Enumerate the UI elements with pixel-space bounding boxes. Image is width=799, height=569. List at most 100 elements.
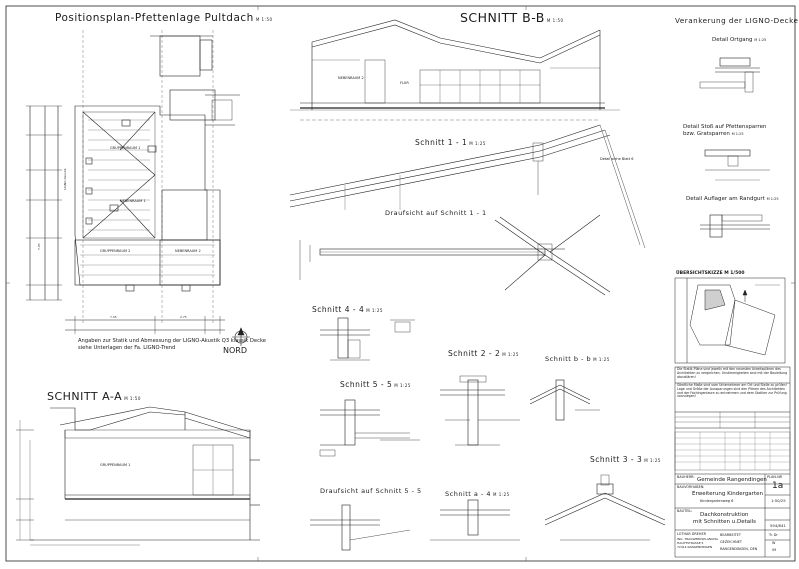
schnitt-44-scale: M 1:25 [366,308,383,313]
bearbeitet-value: Tr. Dr [769,533,778,537]
dimension-label: 2.75 [180,315,187,319]
draufsicht-11-title: Draufsicht auf Schnitt 1 - 1 [385,209,487,217]
draufsicht-55-title: Draufsicht auf Schnitt 5 - 5 [320,487,422,495]
schnitt-bb-scale: M 1:50 [546,18,564,23]
titleblock-frame [674,366,791,558]
room-label: GRUPPENRAUM 1 [100,463,131,467]
schnitt-a4-drawing [430,499,520,541]
schnitt-bb-small-drawing [529,379,600,421]
bauherr-label: BAUHERR: [677,475,695,479]
schnitt-11-title-text: Schnitt 1 - 1 [415,138,468,147]
schnitt-33-drawing [544,474,666,541]
detail-ortgang-title: Detail Ortgang M 1:25 [712,37,766,43]
schnitt-22-title-text: Schnitt 2 - 2 [448,349,501,358]
schnitt-aa-drawing [16,406,260,546]
schnitt-aa-title-text: SCHNITT A-A [47,390,123,403]
notes-box: Die Statik-Pläne sind jeweils mit den ne… [677,367,788,379]
detail-stoss-subtitle: bzw. Gratsparren M 1:25 [683,131,744,137]
firma-line-1: LOTHAR DREHER [677,532,706,536]
firma-line-4: 72414 RANGENDINGEN [677,545,713,549]
positionsplan-scale: M 1:50 [255,17,273,22]
room-label: GRUPPENRAUM 1 [110,146,141,150]
schnitt-a4-title-text: Schnitt a - 4 [445,490,492,498]
schnitt-33-title-text: Schnitt 3 - 3 [590,455,643,464]
schnitt-55-title-text: Schnitt 5 - 5 [340,380,393,389]
plan-nr-label: PLAN-NR [767,475,782,479]
draufsicht-11-drawing [299,214,611,296]
detail-ortgang-scale: M 1:25 [754,38,767,42]
dimension-label: 7.05 [37,243,41,250]
detail-ortgang-drawing [699,57,760,93]
position-label: LIGNO-Akustik [63,168,67,190]
detail-stoss-line1: Detail Stoß auf Pfettensparren [683,124,767,130]
gezeichnet-value: W [772,541,776,545]
schnitt-bb-title-text: SCHNITT B-B [460,10,545,25]
detail-stoss-line2: bzw. Gratsparren [683,131,730,137]
schnitt-44-drawing [320,317,415,361]
schnitt-a4-scale: M 1:25 [493,492,510,497]
room-label: NEBENRAUM 2 [175,249,201,253]
bauvorhaben-address: Kindergartenweg 6 [700,499,734,503]
bauteil-value: Dachkonstruktion [700,512,749,518]
firma-line-2: ING. TRAGWERKSPLANUNG [677,537,718,541]
detail-stoss-drawing [704,149,770,181]
schnitt-11-drawing [289,124,646,249]
bauteil-value-2: mit Schnitten u.Details [693,519,757,525]
bauvorhaben-label: BAUVORHABEN: [677,485,705,489]
room-label: GRUPPENRAUM 2 [100,249,131,253]
detail-randgurt-scale: M 1:25 [766,197,779,201]
schnitt-aa-scale: M 1:50 [124,396,141,401]
format-value: 594/841 [770,523,786,528]
frame-ticks [6,6,795,561]
detail-ortgang-text: Detail Ortgang [712,37,753,43]
schnitt-bb-small-title-text: Schnitt b - b [545,355,592,363]
note-line-1: Angaben zur Statik und Abmessung der LIG… [78,338,266,344]
notes-box-2: Sämtliche Maße sind vom Unternehmer am O… [677,383,787,399]
massstab-value: 1:50/25 [771,498,786,503]
detail-stoss-scale: M 1:25 [731,132,744,136]
plan-nr-value: 1a [772,481,784,491]
compass-small-icon [742,289,748,302]
north-arrow-icon [232,327,250,346]
ort-label: RANGENDINGEN, DEN [720,547,758,551]
positionsplan-title-text: Positionsplan-Pfettenlage Pultdach [55,12,254,24]
bauherr-value: Gemeinde Rangendingen [697,477,767,483]
schnitt-22-scale: M 1:25 [502,352,519,357]
schnitt-11-scale: M 1:25 [469,141,486,146]
schnitt-22-drawing [440,375,520,446]
draufsicht-55-drawing [310,504,411,551]
datum-value: 09 [772,548,777,552]
detail-randgurt-title: Detail Auflager am Randgurt M 1:25 [686,196,779,202]
schnitt-bb-small-scale: M 1:25 [593,357,610,362]
verankerung-title: Verankerung der LIGNO-Decke [675,16,799,25]
room-label: NEBENRAUM 1 [120,199,146,203]
dimension-label: 7.05 [110,315,117,319]
schnitt-bb-drawing [290,19,620,121]
room-label: FLUR [400,81,409,85]
room-label: NEBENRAUM 2 [338,76,364,80]
detail-randgurt-text: Detail Auflager am Randgurt [686,196,765,202]
nord-label: NORD [223,346,247,355]
uebersichtskizze-drawing [674,277,786,364]
bauteil-label: BAUTEIL: [677,509,693,513]
schnitt-44-title-text: Schnitt 4 - 4 [312,305,365,314]
schnitt-55-scale: M 1:25 [394,383,411,388]
bearbeitet-label: BEARBEITET [720,533,741,537]
schnitt-55-drawing [319,399,420,457]
detail-randgurt-drawing [700,214,770,238]
bauvorhaben-value: Erweiterung Kindergarten [692,491,763,497]
note-line-2: siehe Unterlagen der Fa. LIGNO-Trend [78,345,176,351]
firma-line-3: HAUPTSTRASSE 5 [677,541,704,545]
